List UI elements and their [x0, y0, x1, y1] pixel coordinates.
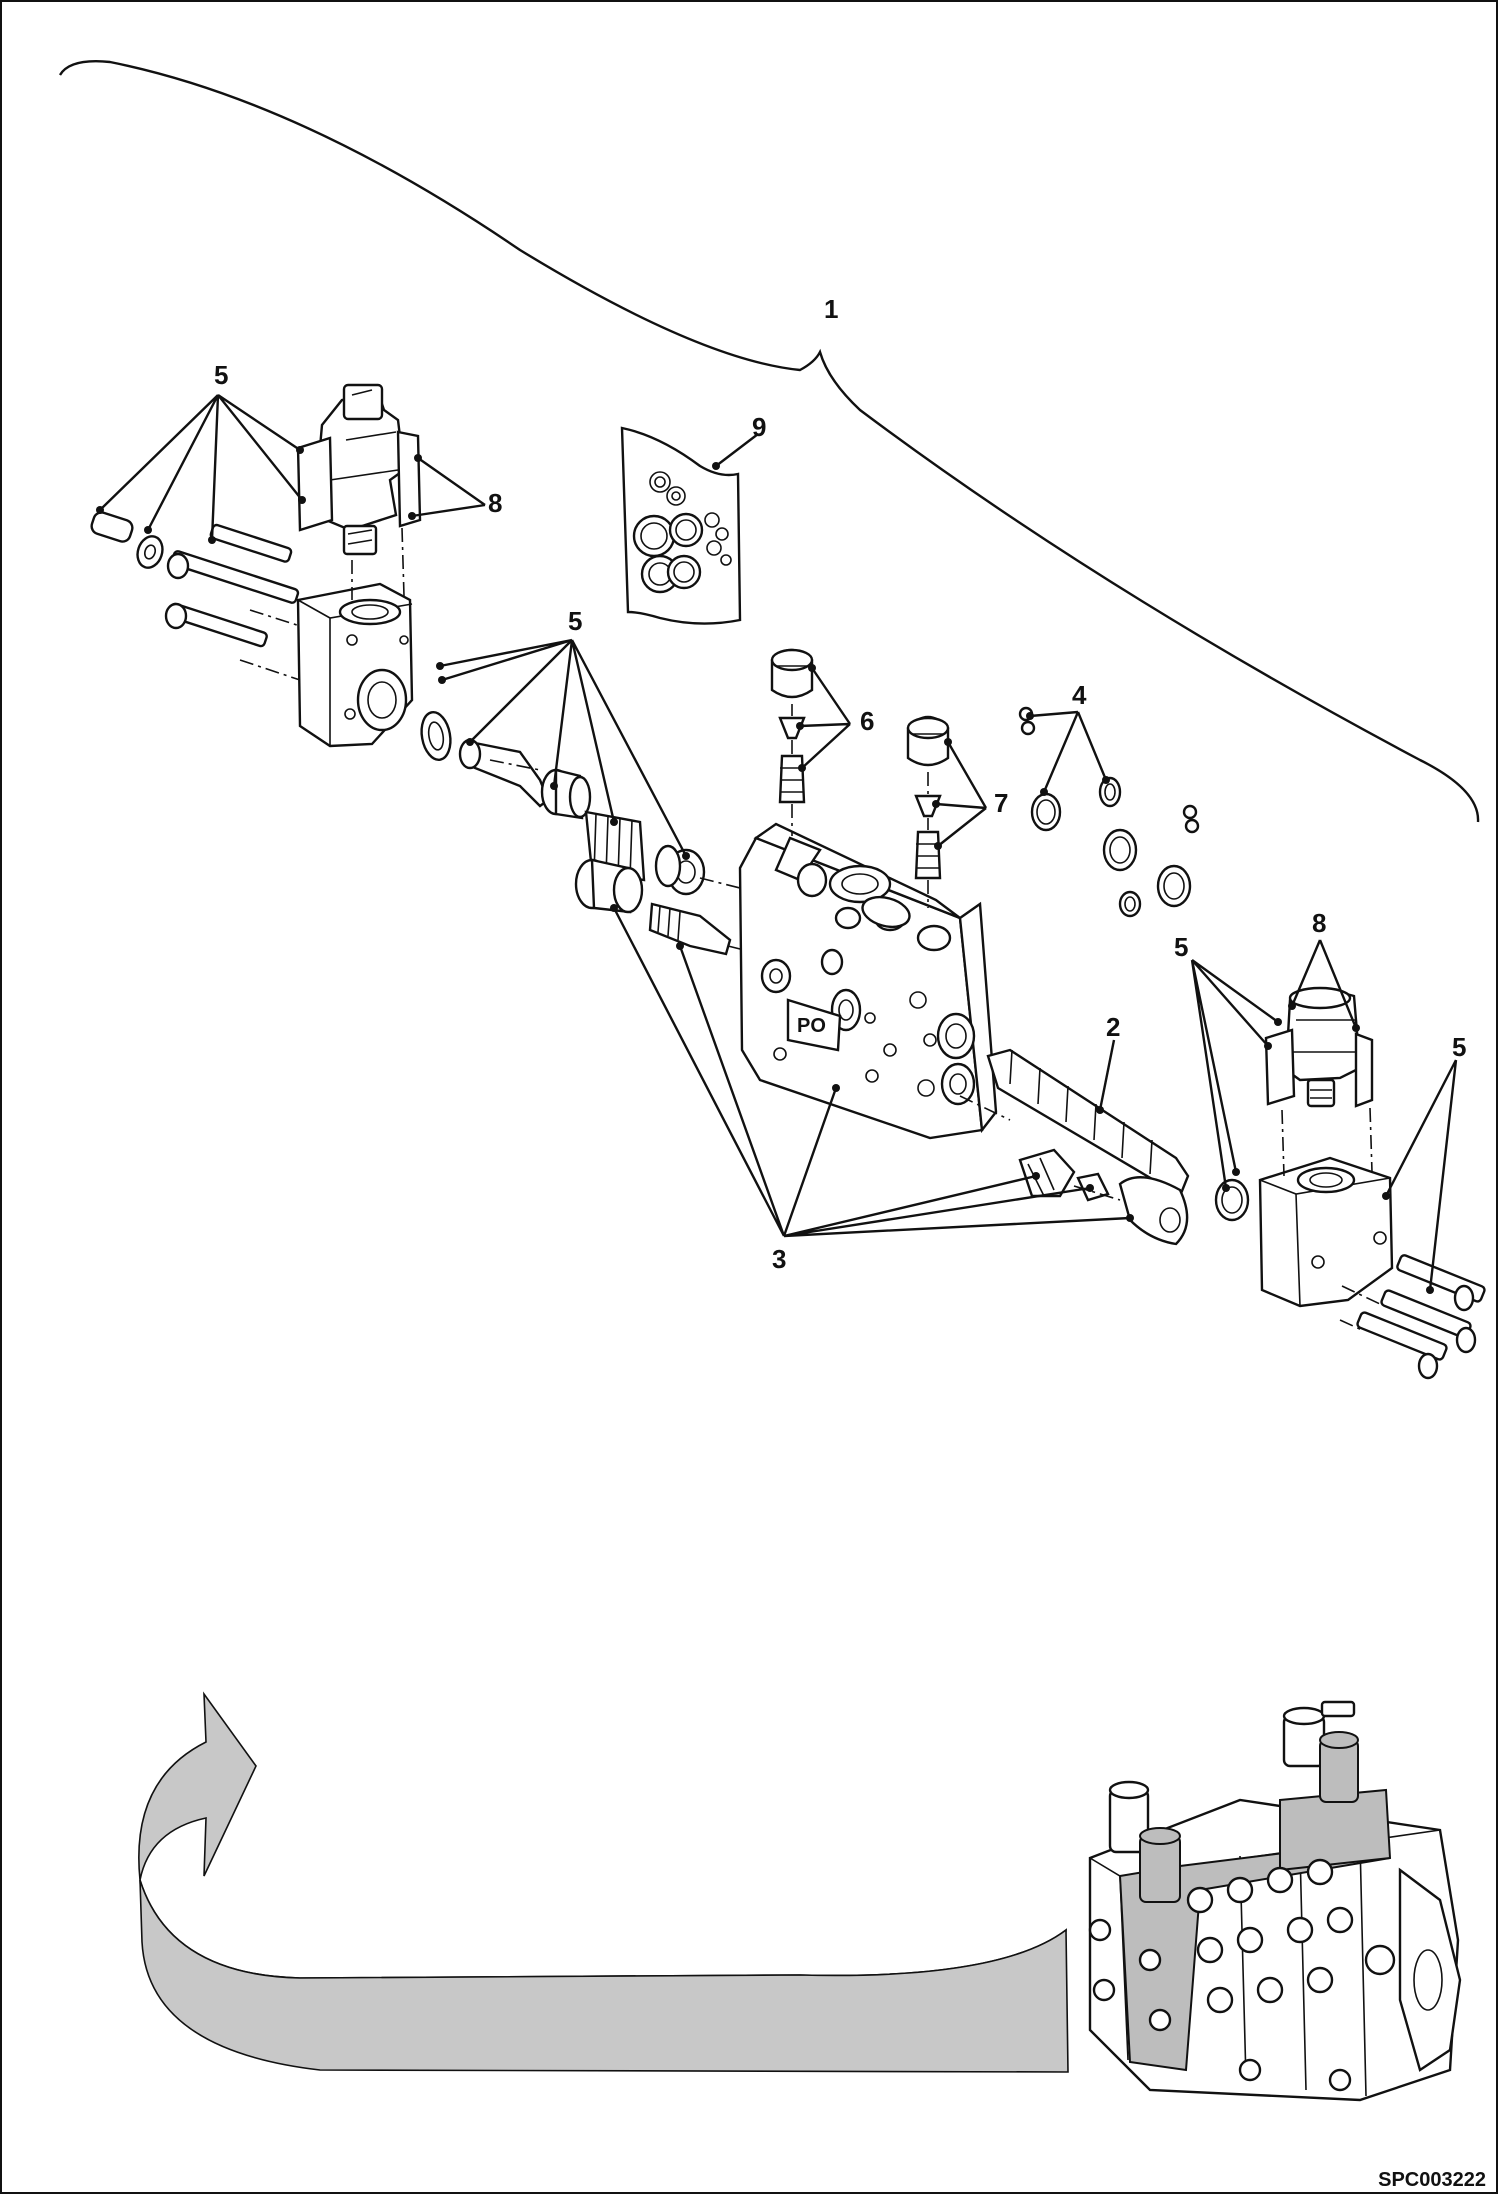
callout-2: 2	[1106, 1012, 1120, 1042]
right-solenoid-assembly	[1214, 986, 1486, 1380]
assembled-valve-block	[1088, 1700, 1462, 2102]
callout-1: 1	[824, 294, 838, 324]
spring-spool-stack	[420, 711, 761, 956]
callout-5-far-right: 5	[1452, 1032, 1466, 1062]
callout-5-middle: 5	[568, 606, 582, 636]
right-screws	[1339, 1254, 1486, 1380]
callout-5-top-left: 5	[214, 360, 228, 390]
check-valve-7	[906, 715, 950, 908]
callout-6: 6	[860, 706, 874, 736]
callout-9: 9	[752, 412, 766, 442]
callout-3: 3	[772, 1244, 786, 1274]
left-screws	[90, 511, 301, 681]
callout-7: 7	[994, 788, 1008, 818]
svg-text:PO: PO	[797, 1015, 826, 1037]
main-spool	[959, 1048, 1190, 1246]
callout-4: 4	[1072, 680, 1087, 710]
leader-lines	[96, 394, 1458, 1294]
o-rings	[1018, 706, 1200, 918]
assembly-brace	[58, 60, 1480, 823]
valve-body: PO	[738, 822, 998, 1140]
callout-5-right-middle: 5	[1174, 932, 1188, 962]
left-solenoid-assembly	[90, 383, 422, 748]
seal-kit-bag	[620, 426, 742, 625]
callout-labels: 1 9 5 8 5 6 7 4 8 5 5 2 3	[214, 294, 1466, 1274]
reference-code: SPC003222	[1378, 2169, 1486, 2191]
callout-8-right: 8	[1312, 908, 1326, 938]
curved-arrow-icon	[138, 1691, 1069, 2073]
check-valve-6	[770, 648, 814, 836]
callout-8-left: 8	[488, 488, 502, 518]
